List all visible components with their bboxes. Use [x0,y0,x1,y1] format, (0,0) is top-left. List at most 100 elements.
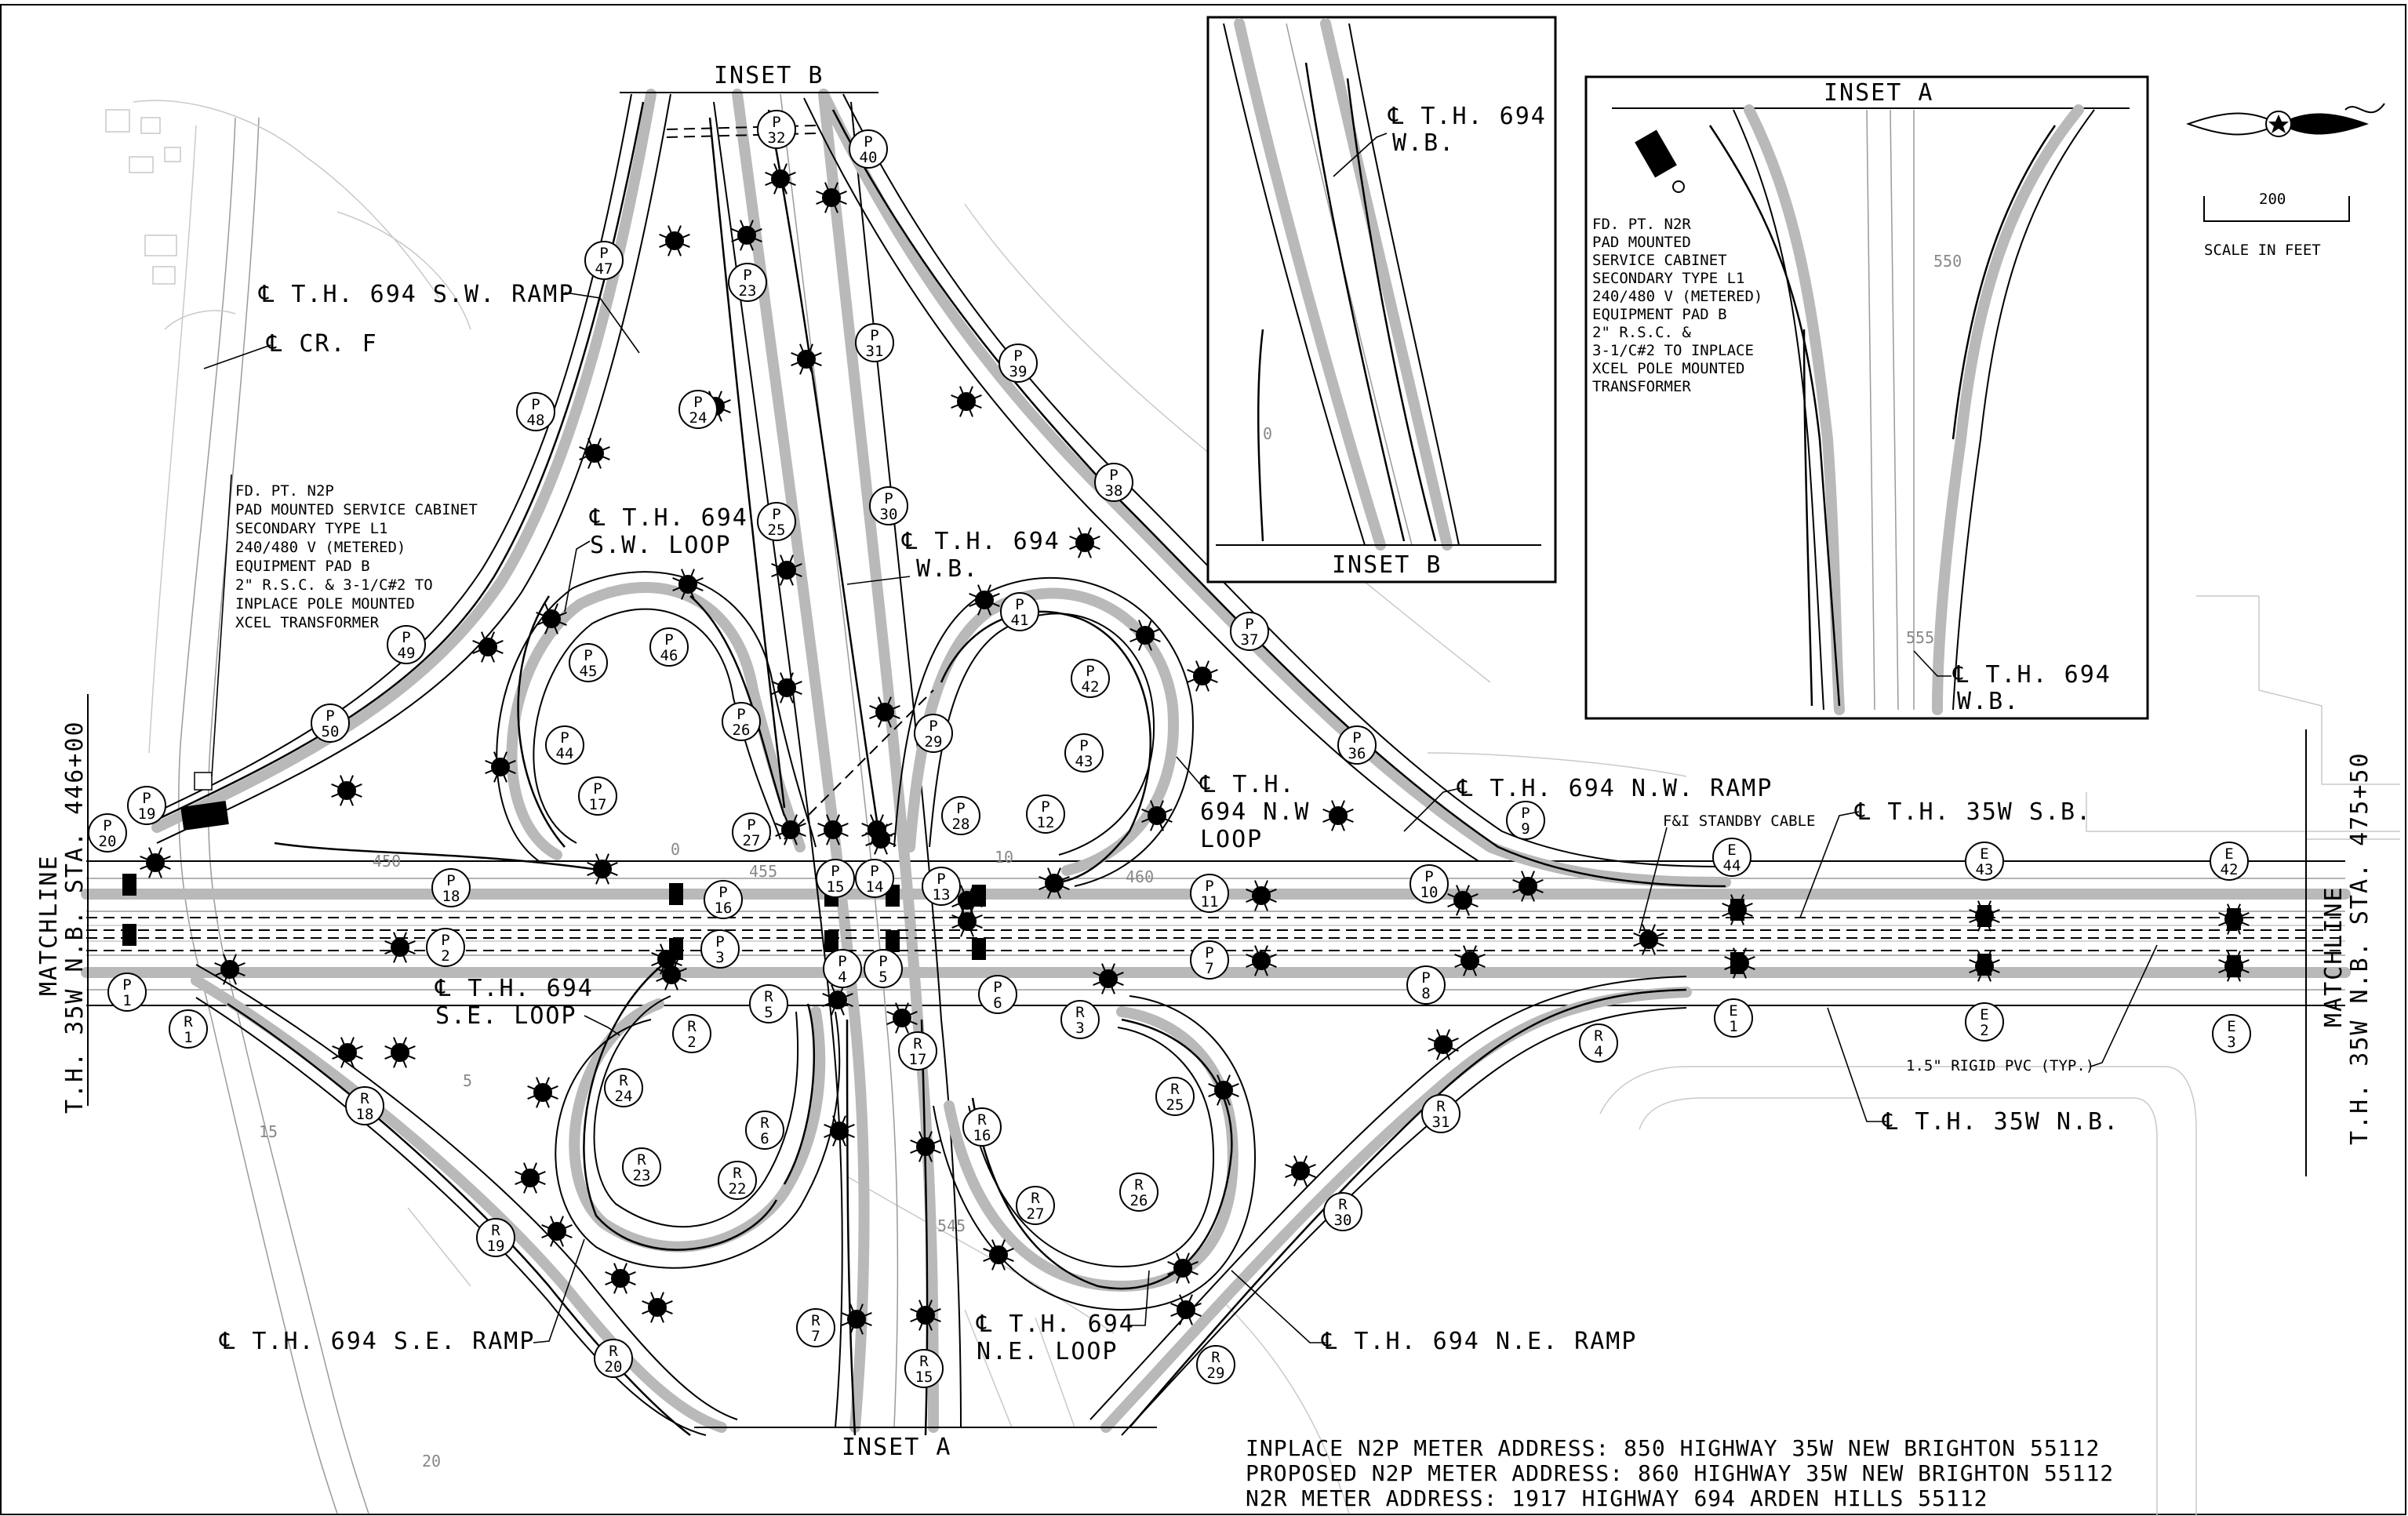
svg-text:42: 42 [1082,678,1100,696]
address-proposed-n2p: PROPOSED N2P METER ADDRESS: 860 HIGHWAY … [1246,1460,2114,1486]
light-pole-icon [672,569,704,600]
transformer-symbol [194,772,213,791]
balloon-p11: P11 [1190,874,1229,913]
label-ne-loop-1: ℄ T.H. 694 [976,1311,1135,1338]
balloon-r17: R17 [898,1031,937,1071]
balloon-e2: E2 [1965,1002,2004,1042]
svg-text:P: P [870,327,878,344]
balloon-r26: R26 [1119,1172,1159,1212]
label-wb-1: ℄ T.H. 694 [901,528,1060,555]
inset-a-note-line: TRANSFORMER [1592,378,1691,395]
svg-text:13: 13 [933,886,951,903]
light-pole-icon [656,959,687,991]
sheet-border [0,4,2406,1515]
svg-text:R: R [1211,1349,1220,1366]
svg-text:23: 23 [633,1167,651,1184]
svg-text:11: 11 [1201,893,1219,911]
svg-text:P: P [737,706,745,723]
svg-text:P: P [693,394,702,411]
svg-text:R: R [913,1035,922,1052]
balloon-e1: E1 [1714,998,1753,1038]
balloon-r6: R6 [745,1111,784,1150]
balloon-r27: R27 [1016,1186,1055,1225]
svg-text:P: P [326,707,334,725]
balloon-r5: R5 [749,984,788,1023]
balloon-r18: R18 [345,1086,384,1125]
station-mark: 0 [671,840,680,859]
inset-b-title: INSET B [1332,551,1442,579]
light-pole-icon [1038,867,1070,899]
svg-text:24: 24 [615,1088,633,1105]
light-pole-icon [642,1292,673,1323]
balloon-p36: P36 [1337,725,1377,765]
svg-text:P: P [993,979,1002,996]
svg-text:31: 31 [1432,1114,1450,1131]
inset-a-note-line: 3-1/C#2 TO INPLACE [1592,342,1754,359]
light-pole-icon [659,225,690,256]
svg-text:R: R [609,1343,618,1360]
balloon-r16: R16 [962,1107,1002,1147]
label-nw-loop-1: ℄ T.H. [1199,771,1296,798]
inset-a-note-line: SERVICE CABINET [1592,252,1727,269]
svg-text:R: R [1075,1004,1085,1021]
inset-a-panel: INSET A 550 555 ℄ T.H. 694 W.B. FD. PT. … [1584,75,2149,720]
svg-text:48: 48 [527,412,545,429]
label-cr-f: ℄ CR. F [266,330,378,358]
balloon-p9: P9 [1506,801,1545,840]
balloon-p7: P7 [1190,940,1229,980]
light-pole-icon [331,775,362,806]
svg-text:R: R [1170,1081,1180,1098]
svg-text:R: R [637,1151,646,1169]
svg-text:E: E [2224,845,2233,863]
svg-text:P: P [122,976,131,994]
station-mark: 545 [937,1216,966,1235]
svg-text:P: P [864,133,872,151]
label-se-loop-2: S.E. LOOP [435,1002,577,1030]
matchline-left-2: T.H. 35W N.B. STA. 446+00 [61,720,89,1114]
label-sw-loop-1: ℄ T.H. 694 [589,504,748,532]
balloon-p30: P30 [869,486,908,525]
cabinet-note-line: SECONDARY TYPE L1 [235,520,387,537]
label-rigid-pvc: 1.5" RIGID PVC (TYP.) [1906,1057,2094,1074]
svg-text:P: P [402,629,410,646]
svg-text:P: P [884,490,893,507]
light-pole-icon [384,932,416,963]
svg-text:P: P [593,780,602,798]
inset-a-title: INSET A [1824,79,1933,107]
pole-base-icon [1730,952,1744,974]
svg-text:P: P [103,817,111,834]
balloon-r19: R19 [476,1218,515,1257]
light-pole-icon [1633,924,1664,955]
balloon-p29: P29 [914,714,953,753]
svg-text:25: 25 [1166,1096,1184,1114]
balloon-p20: P20 [88,813,127,853]
light-pole-icon [951,386,982,417]
matchline-right-1: MATCHLINE [2320,885,2348,1027]
pole-base-icon [972,938,986,960]
light-pole-icon [824,1115,855,1147]
svg-text:5: 5 [878,969,887,986]
light-pole-icon [886,1002,918,1034]
svg-text:P: P [1521,805,1530,822]
balloon-r4: R4 [1579,1023,1618,1063]
svg-text:4: 4 [1594,1043,1602,1060]
svg-text:P: P [772,506,780,523]
balloon-p8: P8 [1406,965,1446,1005]
svg-text:R: R [491,1222,500,1239]
svg-text:3: 3 [2227,1034,2235,1051]
matchline-left-1: MATCHLINE [35,854,63,996]
svg-text:31: 31 [866,343,884,360]
label-ne-loop-2: N.E. LOOP [977,1338,1119,1365]
inset-b-road-2: W.B. [1392,129,1455,157]
svg-text:P: P [929,718,937,735]
balloon-p42: P42 [1071,659,1110,698]
inset-a-station: 555 [1906,628,1934,647]
cabinet-note-line: 240/480 V (METERED) [235,539,406,556]
pole-base-icon [122,874,136,896]
balloon-p4: P4 [823,949,862,988]
light-pole-icon [983,1239,1014,1271]
inset-b-panel: INSET B ℄ T.H. 694 W.B. 0 [1206,16,1557,583]
svg-text:E: E [1727,842,1736,859]
light-pole-icon [1170,1294,1202,1325]
light-pole-icon [817,814,849,845]
